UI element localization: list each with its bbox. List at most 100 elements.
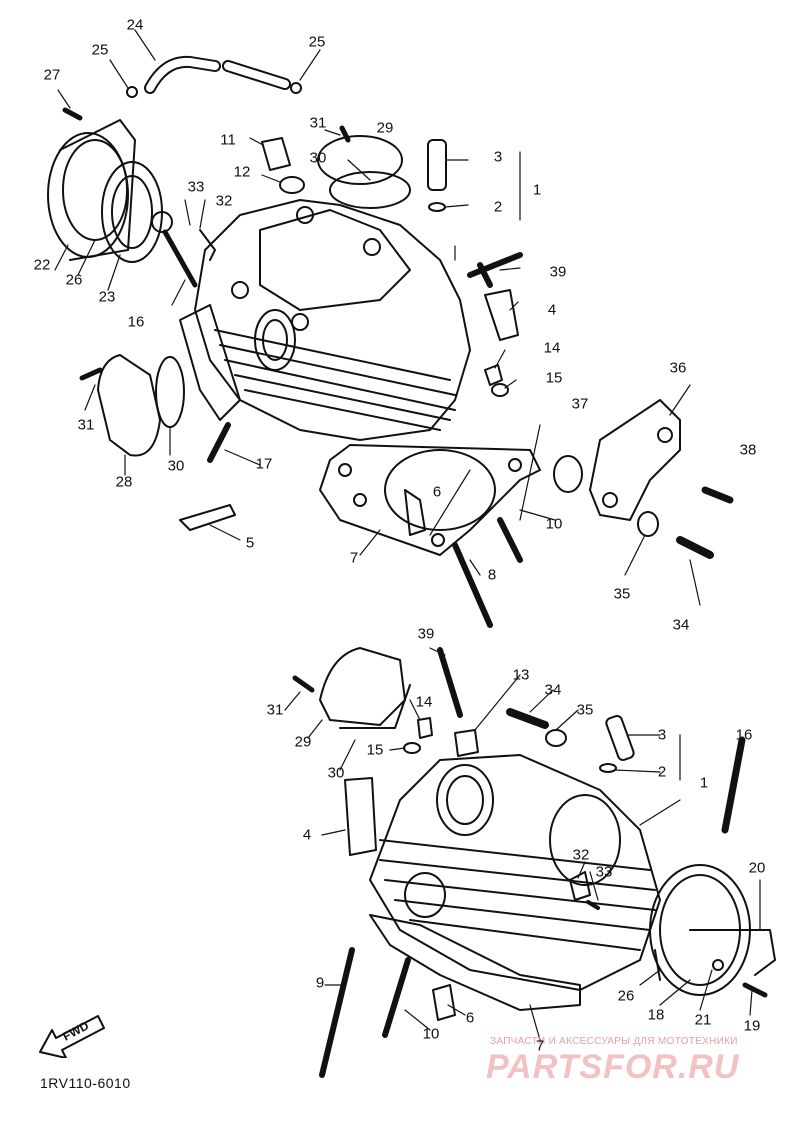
callout-4: 4 [302,826,312,844]
callout-22: 22 [33,256,51,274]
callout-2: 2 [657,763,667,781]
callout-30: 30 [167,457,185,475]
callout-1: 1 [699,774,709,792]
callout-10: 10 [422,1025,440,1043]
lower-cylinder-head [369,754,661,991]
left-side-cover [47,107,216,288]
callout-28: 28 [115,473,133,491]
callout-30: 30 [309,149,327,167]
callout-32: 32 [215,192,233,210]
callout-29: 29 [294,733,312,751]
callout-23: 23 [98,288,116,306]
washer-15 [491,383,509,397]
cap-11 [261,137,291,171]
callout-31: 31 [309,114,327,132]
callout-6: 6 [465,1009,475,1027]
callout-11: 11 [220,131,236,149]
callout-16: 16 [735,726,753,744]
callout-10: 10 [545,515,563,533]
clip-2-lower [599,763,617,773]
bolt-16-lower [721,736,746,834]
callout-2: 2 [493,198,503,216]
washer-12 [279,176,305,194]
callout-26: 26 [617,987,635,1005]
part-code: 1RV110-6010 [40,1075,131,1091]
pin-5 [179,504,236,531]
callout-39: 39 [549,263,567,281]
callout-34: 34 [672,616,690,634]
callout-14: 14 [415,693,433,711]
washer-15-lower [403,742,421,754]
upper-head-gasket [319,444,541,556]
callout-25: 25 [308,33,326,51]
fwd-arrow-icon [39,1015,105,1058]
callout-30: 30 [327,764,345,782]
callout-37: 37 [571,395,589,413]
watermark-brand: PARTSFOR.RU [486,1048,740,1086]
callout-7: 7 [535,1037,545,1055]
callout-8: 8 [487,566,497,584]
callout-34: 34 [544,681,562,699]
callout-26: 26 [65,271,83,289]
bolt-34 [676,536,714,559]
watermark-caption: ЗАПЧАСТИ И АКСЕССУАРЫ ДЛЯ МОТОТЕХНИКИ [490,1036,738,1047]
spacer-37 [553,455,583,493]
callout-15: 15 [366,741,384,759]
gasket-30 [329,171,411,209]
clip-2 [428,202,446,212]
callout-20: 20 [748,859,766,877]
callout-32: 32 [572,846,590,864]
callout-31: 31 [77,416,95,434]
callout-17: 17 [255,455,273,473]
side-cover-28 [97,354,161,457]
gasket-30-lower [339,684,411,729]
valve-guide-3 [427,139,447,191]
callout-39: 39 [417,625,435,643]
callout-9: 9 [315,974,325,992]
callout-38: 38 [739,441,757,459]
callout-3: 3 [493,148,503,166]
upper-cylinder-head [179,199,471,441]
bolt-38 [701,486,734,504]
dowel-6-lower [432,984,456,1021]
lower-head-gasket [369,914,581,1011]
callout-19: 19 [743,1017,761,1035]
nut-14-lower [417,717,433,739]
nut-14 [484,364,503,386]
callout-18: 18 [647,1006,665,1024]
spark-plug-39-lower [437,647,463,718]
stud-10-lower [382,957,411,1038]
cap-29-lower [319,647,406,726]
callout-35: 35 [576,701,594,719]
callout-3: 3 [657,726,667,744]
callout-7: 7 [349,549,359,567]
stud-17 [207,422,231,463]
callout-16: 16 [127,313,145,331]
valve-guide-3-lower [605,714,635,762]
callout-29: 29 [376,119,394,137]
washer-35-lower [545,729,567,747]
bolt-31 [79,367,103,381]
callout-12: 12 [233,163,251,181]
callout-4: 4 [547,301,557,319]
stud-8 [452,542,493,628]
bracket-36 [589,399,681,521]
callout-24: 24 [126,16,144,34]
dowel-6 [404,489,426,536]
bracket-32 [569,871,591,901]
spring-4 [484,289,519,341]
stud-10 [497,517,523,563]
callout-35: 35 [613,585,631,603]
callout-36: 36 [669,359,687,377]
stud-9 [319,947,355,1078]
callout-1: 1 [532,181,542,199]
cap-29 [317,135,403,185]
callout-13: 13 [512,666,530,684]
callout-14: 14 [543,339,561,357]
right-side-cover [649,864,776,998]
callout-21: 21 [694,1011,712,1029]
callout-6: 6 [432,483,442,501]
callout-15: 15 [545,369,563,387]
spring-4-lower [344,777,377,856]
